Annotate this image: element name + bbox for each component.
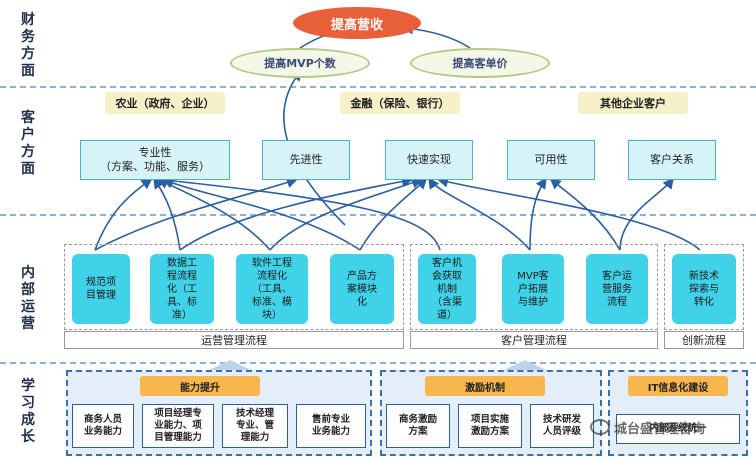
learning-item-sales-ability: 商务人员 业务能力	[72, 404, 134, 448]
value-usability: 可用性	[507, 140, 595, 180]
innovation-process-group	[664, 244, 744, 330]
learning-item-presales: 售前专业 业务能力	[296, 404, 366, 448]
process-data-engineering: 数据工 程流程 化（工 具、标 准）	[150, 254, 214, 324]
layer-label-customer: 客户方面	[21, 110, 35, 177]
learning-item-project-incentive: 项目实施 激励方案	[458, 404, 522, 448]
segment-other-enterprise: 其他企业客户	[578, 92, 688, 114]
layer-label-internal: 内部运营	[21, 265, 35, 332]
value-advanced: 先进性	[262, 140, 350, 180]
goal-increase-revenue: 提高营收	[293, 7, 421, 39]
process-project-management: 规范项 目管理	[72, 254, 130, 324]
process-software-engineering: 软件工程 流程化 （工具、 标准、模 块）	[236, 254, 308, 324]
layer-label-learning: 学习成长	[21, 378, 35, 445]
goal-more-mvp: 提高MVP个数	[230, 48, 370, 78]
process-customer-operation: 客户运 营服务 流程	[586, 254, 648, 324]
layer-label-finance: 财务方面	[21, 12, 35, 79]
ops-flow-label: 运营管理流程	[64, 331, 404, 349]
customer-flow-label: 客户管理流程	[410, 331, 658, 349]
process-opportunity-acquisition: 客户机 会获取 机制 （含渠 道）	[418, 254, 476, 324]
innovation-flow-label: 创新流程	[664, 331, 744, 349]
learning-title-incentive: 激励机制	[425, 376, 545, 396]
learning-item-internal-system: 内部系统统一	[616, 414, 740, 444]
learning-item-sales-incentive: 商务激励 方案	[386, 404, 450, 448]
learning-item-pm-ability: 项目经理专 业能力、项 目管理能力	[142, 404, 214, 448]
learning-title-it: IT信息化建设	[628, 376, 728, 396]
segment-agriculture: 农业（政府、企业）	[105, 92, 225, 114]
learning-item-rd-rating: 技术研发 人员评级	[530, 404, 594, 448]
learning-item-tech-manager: 技术经理 专业、管 理能力	[222, 404, 288, 448]
process-product-modular: 产品方 案模块 化	[330, 254, 394, 324]
process-mvp-expansion: MVP客 户拓展 与维护	[502, 254, 564, 324]
wechat-icon	[590, 419, 610, 435]
process-new-tech: 新技术 探索与 转化	[672, 254, 736, 324]
learning-title-capability: 能力提升	[140, 376, 260, 396]
customer-process-group	[410, 244, 658, 330]
watermark: 城台盛管理咨询	[590, 416, 750, 438]
ops-process-group	[64, 244, 404, 330]
segment-finance: 金融（保险、银行）	[340, 92, 460, 114]
goal-higher-unit-price: 提高客单价	[410, 48, 550, 78]
value-professionalism: 专业性 （方案、功能、服务）	[80, 140, 230, 180]
value-customer-relations: 客户关系	[628, 140, 716, 180]
value-fast-delivery: 快速实现	[385, 140, 473, 180]
